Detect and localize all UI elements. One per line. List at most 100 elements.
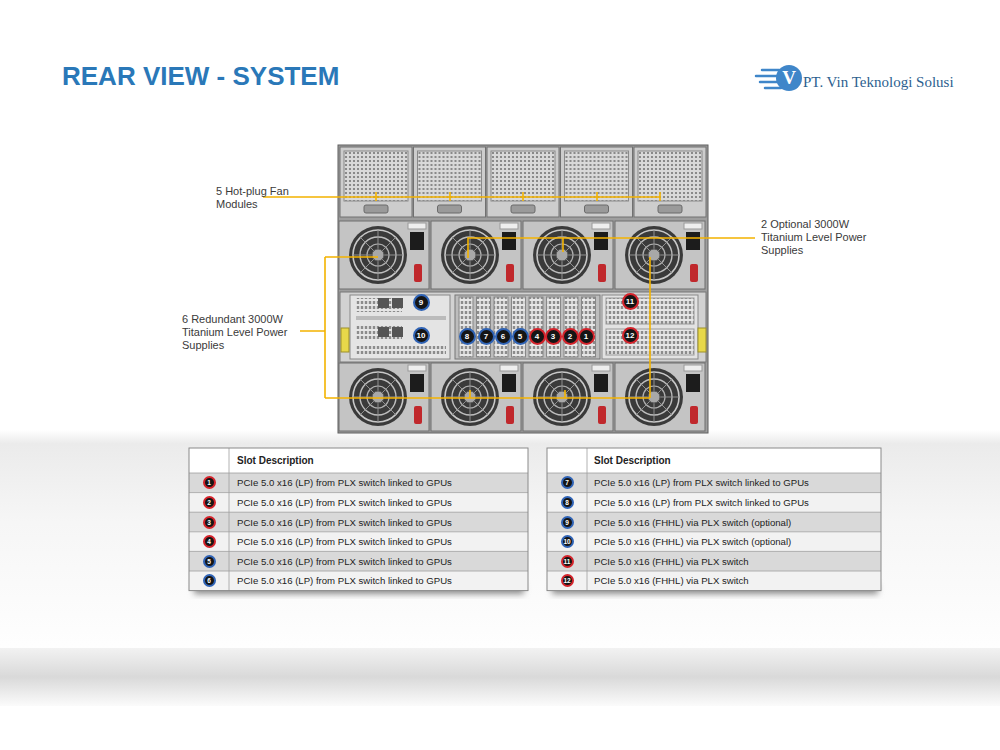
slot-number: 9: [561, 516, 574, 529]
callout-number: 6: [495, 328, 512, 345]
io-divider: [356, 316, 446, 320]
chassis-ear: [341, 328, 349, 352]
callout-text: 6 Redundant 3000W Titanium Level Power S…: [182, 313, 304, 352]
pcie-bracket: [529, 297, 543, 357]
fan-module: [487, 147, 559, 217]
title-rule: [62, 96, 995, 97]
pcie-bracket: [512, 297, 526, 357]
fan-module: [340, 147, 412, 217]
slot-number: 3: [203, 516, 216, 529]
io-section: [340, 292, 706, 362]
callout-number: 7: [478, 328, 495, 345]
slot-number: 12: [561, 574, 574, 587]
callout-number: 11: [622, 293, 639, 310]
table-row: [189, 493, 528, 513]
callout-number: 5: [512, 328, 529, 345]
table-row: [189, 551, 528, 571]
table-row: [547, 571, 881, 591]
slide-title: REAR VIEW - SYSTEM: [62, 60, 339, 92]
background-band: [0, 430, 1000, 660]
fan-module: [414, 147, 486, 217]
power-supply: [431, 363, 521, 431]
callout-number: 1: [578, 328, 595, 345]
power-supply: [431, 221, 521, 289]
pcie-cage: [455, 295, 600, 359]
slot-description: PCIe 5.0 x16 (FHHL) via PLX switch: [594, 555, 749, 568]
table-header: Slot Description: [594, 455, 671, 467]
power-supply: [339, 363, 429, 431]
slot-description: PCIe 5.0 x16 (FHHL) via PLX switch (opti…: [594, 516, 791, 529]
leader-line: [263, 192, 660, 201]
logo-badge: [776, 65, 802, 91]
table-row: [547, 512, 881, 532]
slot-number: 11: [561, 555, 574, 568]
io-vent: [356, 298, 402, 312]
table-row: [189, 473, 528, 493]
power-supply: [523, 221, 613, 289]
table-border: [547, 448, 881, 591]
logo-letter: V: [779, 67, 799, 89]
callout-number: 10: [413, 327, 430, 344]
table-border: [189, 448, 528, 591]
leader-line: [300, 257, 650, 398]
slot-description: PCIe 5.0 x16 (LP) from PLX switch linked…: [237, 555, 452, 568]
io-vent: [356, 326, 402, 340]
slot-table: [547, 448, 881, 591]
slot-number: 4: [203, 535, 216, 548]
slot-table: [189, 448, 528, 591]
callout-number: 9: [413, 294, 430, 311]
pcie-bracket: [582, 297, 596, 357]
callout-number: 3: [545, 328, 562, 345]
fan-module: [561, 147, 633, 217]
table-row: [189, 512, 528, 532]
callout-text: 5 Hot-plug Fan Modules: [216, 185, 300, 211]
company-name: PT. Vin Teknologi Solusi: [803, 73, 954, 91]
table-row: [547, 532, 881, 552]
slot-description: PCIe 5.0 x16 (LP) from PLX switch linked…: [594, 496, 809, 509]
power-supply: [615, 363, 705, 431]
network-port: [392, 327, 403, 337]
power-supply: [523, 363, 613, 431]
leader-lines: [263, 192, 755, 398]
network-port: [392, 298, 403, 308]
slot-number: 6: [203, 574, 216, 587]
table-grid: [547, 448, 881, 591]
slot-number: 1: [203, 476, 216, 489]
pcie-bracket: [494, 297, 508, 357]
background-band: [0, 648, 1000, 706]
callout-number: 12: [622, 327, 639, 344]
slot-number: 7: [561, 476, 574, 489]
slot-description: PCIe 5.0 x16 (LP) from PLX switch linked…: [237, 476, 452, 489]
slot-number: 10: [561, 535, 574, 548]
table-row: [547, 493, 881, 513]
table-header-cell: [189, 448, 528, 473]
callout-number: 8: [459, 328, 476, 345]
slot-description: PCIe 5.0 x16 (LP) from PLX switch linked…: [237, 574, 452, 587]
leader-line: [468, 238, 755, 258]
power-supply: [339, 221, 429, 289]
chassis-ear: [698, 328, 706, 352]
pcie-bracket: [459, 297, 473, 357]
callout-text: 2 Optional 3000W Titanium Level Power Su…: [761, 218, 881, 257]
slot-number: 5: [203, 555, 216, 568]
io-module: [350, 295, 450, 359]
slot-description: PCIe 5.0 x16 (FHHL) via PLX switch: [594, 574, 749, 587]
table-row: [547, 473, 881, 493]
fan-module: [634, 147, 706, 217]
slot-description: PCIe 5.0 x16 (LP) from PLX switch linked…: [237, 535, 452, 548]
power-supply: [615, 221, 705, 289]
network-port: [378, 327, 389, 337]
pcie-bracket: [477, 297, 491, 357]
callout-number: 2: [562, 328, 579, 345]
table-header: Slot Description: [237, 455, 314, 467]
table-row: [547, 551, 881, 571]
io-vent: [356, 344, 446, 356]
slot-description: PCIe 5.0 x16 (LP) from PLX switch linked…: [237, 516, 452, 529]
slot-description: PCIe 5.0 x16 (FHHL) via PLX switch (opti…: [594, 535, 791, 548]
pcie-bracket: [564, 297, 578, 357]
table-header-cell: [547, 448, 881, 473]
slot-description: PCIe 5.0 x16 (LP) from PLX switch linked…: [237, 496, 452, 509]
